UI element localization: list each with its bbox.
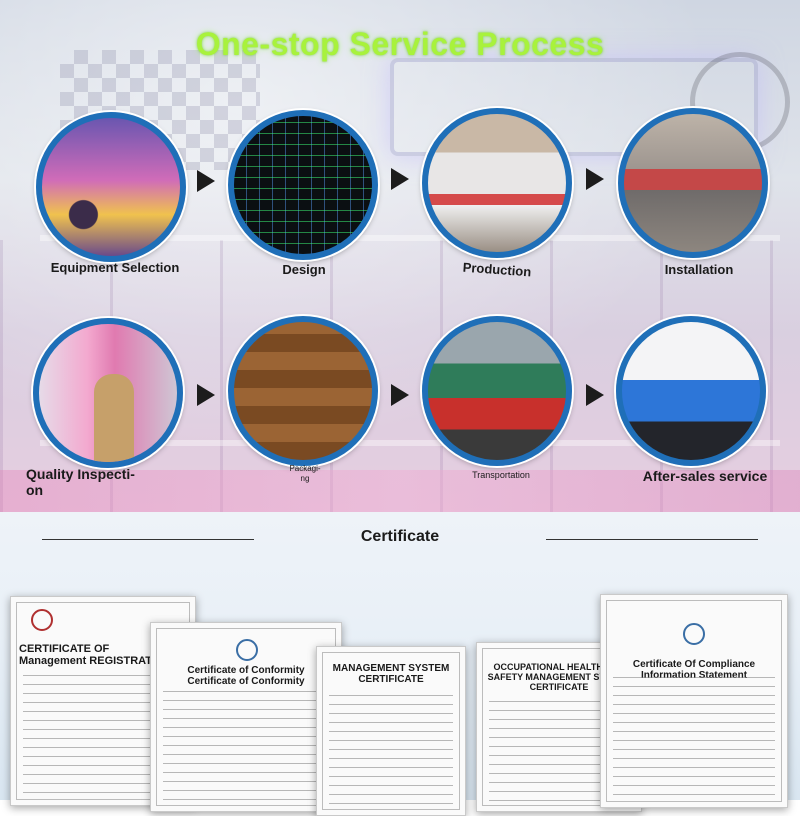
- certificate-heading: Certificate Of Compliance Information St…: [632, 659, 756, 681]
- equipment-selection-photo: [36, 112, 186, 262]
- certificate-title: Certificate: [360, 528, 440, 545]
- step-label-line: on: [26, 482, 44, 498]
- step-label-after-sales-service: After-sales service: [642, 468, 768, 484]
- certificate-text-lines: [163, 691, 329, 801]
- transportation-truck-photo: [422, 316, 572, 466]
- production-line-photo: [422, 108, 572, 258]
- certificate-text-lines: [329, 695, 453, 805]
- background-shelf: [40, 440, 780, 446]
- certificate-section: Certificate CERTIFICATE OF Management RE…: [0, 512, 800, 816]
- step-label-equipment-selection: Equipment Selection: [50, 260, 180, 275]
- certificate-logo-icon: [683, 623, 705, 645]
- service-process-section: One-stop Service Process Equipment Selec…: [0, 0, 800, 512]
- certificate-heading: MANAGEMENT SYSTEM CERTIFICATE: [332, 663, 450, 685]
- arrow-right-icon: [586, 168, 604, 190]
- certificate-document: Certificate of Conformity Certificate of…: [150, 622, 342, 812]
- certificate-text-lines: [613, 677, 775, 797]
- installation-photo: [618, 108, 768, 258]
- arrow-right-icon: [391, 384, 409, 406]
- certificate-document: MANAGEMENT SYSTEM CERTIFICATE: [316, 646, 466, 816]
- arrow-right-icon: [197, 384, 215, 406]
- arrow-right-icon: [391, 168, 409, 190]
- design-blueprint-photo: [228, 110, 378, 260]
- step-label-line: Packagi-: [289, 464, 321, 473]
- background-shelf: [40, 235, 780, 241]
- certificate-logo-icon: [236, 639, 258, 661]
- certificate-document: Certificate Of Compliance Information St…: [600, 594, 788, 808]
- step-label-design: Design: [282, 262, 326, 277]
- step-label-transportation: Transportation: [472, 470, 530, 480]
- certificate-logo-icon: [31, 609, 53, 631]
- after-sales-team-photo: [616, 316, 766, 466]
- step-label-quality-inspection: Quality Inspecti- on: [26, 466, 135, 498]
- arrow-right-icon: [197, 170, 215, 192]
- step-label-installation: Installation: [664, 262, 734, 277]
- divider-line: [42, 539, 254, 540]
- background-pink-floor: [0, 470, 800, 512]
- arrow-right-icon: [586, 384, 604, 406]
- certificate-heading: Certificate of Conformity Certificate of…: [187, 665, 305, 687]
- quality-inspection-photo: [33, 318, 183, 468]
- step-label-packaging: Packagi- ng: [270, 464, 340, 485]
- step-label-line: ng: [300, 474, 310, 484]
- packaging-photo: [228, 316, 378, 466]
- divider-line: [546, 539, 758, 540]
- process-title: One-stop Service Process: [195, 26, 605, 62]
- step-label-line: Quality Inspecti-: [26, 466, 135, 482]
